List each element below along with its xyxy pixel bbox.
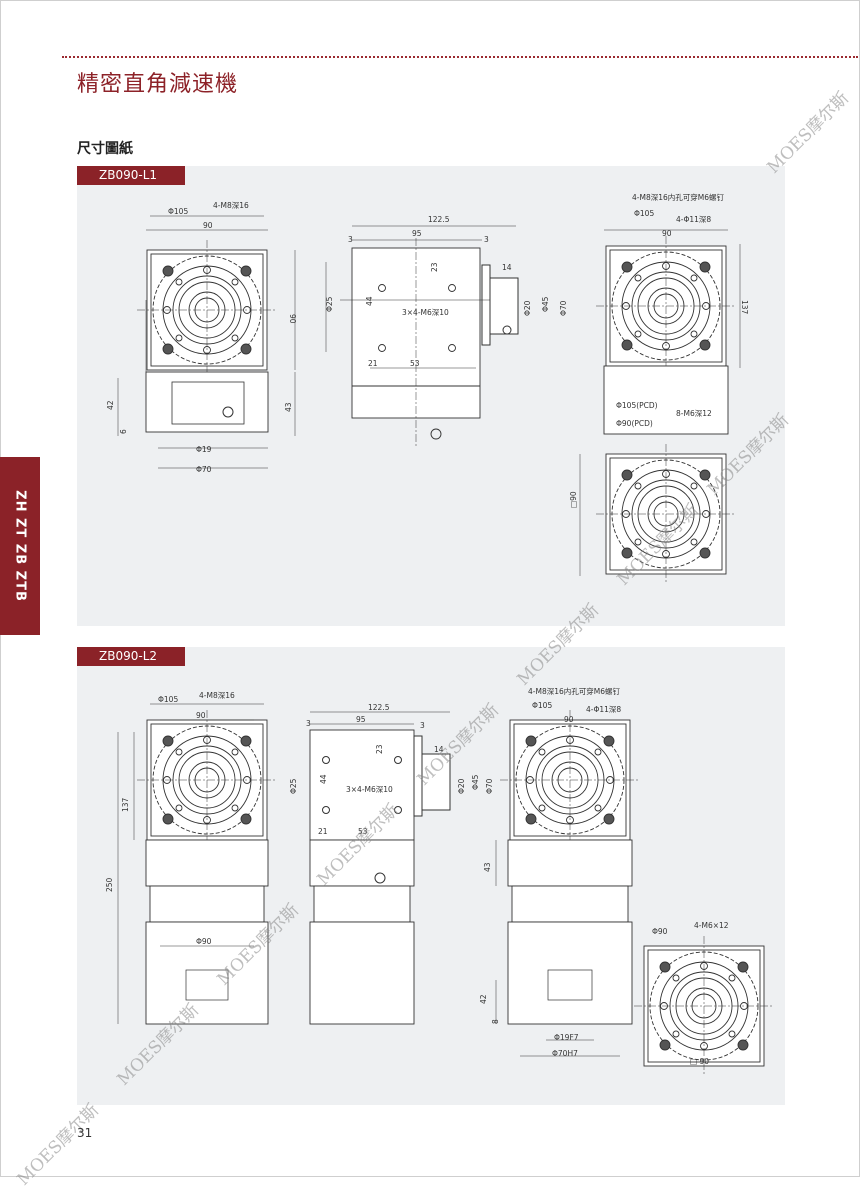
l1-right-view: 4-M8深16内孔可穿M6螺钉 Φ105 4-Φ11深8 90 137 Φ105… [595, 192, 749, 435]
l1-dim-pcd105: Φ105(PCD) [616, 401, 658, 410]
l2-dim-42: 42 [479, 994, 488, 1004]
l2-dim-d25: Φ25 [289, 778, 298, 794]
l2-dim-d70: Φ70 [485, 778, 494, 794]
l2-dim-d11: 4-Φ11深8 [586, 705, 621, 714]
l2-dim-53: 53 [358, 827, 368, 836]
l1-bottom-flange-view: □90 [569, 443, 737, 585]
l1-side-view: 122.5 95 3 3 23 14 Φ25 44 3×4-M6深10 Φ20 … [325, 215, 568, 449]
l1-dim-sq90: □90 [569, 491, 578, 508]
l1-dim-21: 21 [368, 359, 378, 368]
l1-dim-23: 23 [430, 262, 439, 272]
l1-dim-d105-rt: Φ105 [634, 209, 654, 218]
page-title: 精密直角減速機 [77, 72, 239, 97]
page-number: 31 [77, 1126, 93, 1140]
l1-dim-44: 44 [365, 296, 374, 306]
l1-dim-42: 42 [106, 400, 115, 410]
l2-side-view: 122.5 95 3 3 23 14 Φ25 44 3×4-M6深10 Φ20 … [289, 703, 494, 1025]
l1-dim-m6-12: 8-M6深12 [676, 409, 712, 418]
l2-dim-sq90: □ 90 [690, 1057, 709, 1066]
l1-dim-d45: Φ45 [541, 296, 550, 312]
l1-dim-53: 53 [410, 359, 420, 368]
l2-dim-14: 14 [434, 745, 444, 754]
l1-dim-122: 122.5 [428, 215, 450, 224]
l1-dim-d70r: Φ70 [559, 300, 568, 316]
l1-dim-90-side: 90 [288, 314, 297, 324]
l1-dim-14: 14 [502, 263, 512, 272]
model-tag-l2: ZB090-L2 [77, 647, 185, 666]
l1-dim-d19: Φ19 [196, 445, 212, 454]
l1-dim-6: 6 [119, 429, 128, 434]
l2-dim-122: 122.5 [368, 703, 390, 712]
l1-front-view: Φ105 4-M8深16 90 90 42 6 43 Φ19 Φ70 [106, 201, 297, 474]
l1-dim-3b: 3 [484, 235, 489, 244]
l2-dim-250: 250 [105, 877, 114, 892]
l1-dim-pcd90: Φ90(PCD) [616, 419, 653, 428]
l2-dim-m8-rt: 4-M8深16内孔可穿M6螺钉 [528, 686, 621, 696]
l2-right-view: 4-M8深16内孔可穿M6螺钉 Φ105 4-Φ11深8 90 43 42 8 … [479, 686, 641, 1058]
l1-dim-d11: 4-Φ11深8 [676, 215, 711, 224]
model-tag-l1: ZB090-L1 [77, 166, 185, 185]
l1-dim-m8-16: 4-M8深16 [213, 201, 249, 210]
l2-dim-43: 43 [483, 862, 492, 872]
header-dotted-line [62, 56, 858, 58]
l2-dim-m8-16: 4-M8深16 [199, 691, 235, 700]
l2-dim-m6: 3×4-M6深10 [346, 785, 393, 794]
l1-dim-90-rt: 90 [662, 229, 672, 238]
l1-dim-d70: Φ70 [196, 465, 212, 474]
l2-dim-d19: Φ19F7 [554, 1033, 579, 1042]
section-heading: 尺寸圖紙 [77, 141, 133, 157]
l2-dim-d90c: Φ90 [652, 927, 668, 936]
l1-dim-d25: Φ25 [325, 296, 334, 312]
l2-dim-8: 8 [491, 1019, 500, 1024]
l2-dim-90: 90 [196, 711, 206, 720]
l1-dim-43: 43 [284, 402, 293, 412]
l2-dim-23: 23 [375, 744, 384, 754]
l2-dim-d105: Φ105 [158, 695, 178, 704]
l1-dim-d20: Φ20 [523, 300, 532, 316]
l2-dim-21: 21 [318, 827, 328, 836]
l2-dim-44: 44 [319, 774, 328, 784]
l2-front-view: Φ105 4-M8深16 90 137 250 Φ90 [105, 691, 278, 1025]
l2-dim-90-rt: 90 [564, 715, 574, 724]
l2-dim-m6-12: 4-M6×12 [694, 921, 729, 930]
l1-dim-95: 95 [412, 229, 422, 238]
l2-bottom-flange-view: Φ90 4-M6×12 □ 90 [633, 921, 775, 1077]
l2-dim-3a: 3 [306, 719, 311, 728]
l2-dim-137: 137 [121, 797, 130, 812]
l1-dim-137: 137 [740, 300, 749, 315]
side-category-tab: ZH ZT ZB ZTB [0, 457, 40, 635]
l2-dim-d45: Φ45 [471, 774, 480, 790]
l1-dim-m6: 3×4-M6深10 [402, 308, 449, 317]
l2-dim-95: 95 [356, 715, 366, 724]
l2-dim-d90b: Φ90 [196, 937, 212, 946]
l2-dim-d70b: Φ70H7 [552, 1049, 578, 1058]
l2-dim-3b: 3 [420, 721, 425, 730]
l1-dim-m8-rt: 4-M8深16内孔可穿M6螺钉 [632, 192, 725, 202]
l2-dim-d20: Φ20 [457, 778, 466, 794]
l2-dim-d105-rt: Φ105 [532, 701, 552, 710]
l1-dim-d105: Φ105 [168, 207, 188, 216]
l1-dim-90: 90 [203, 221, 213, 230]
l1-dim-3a: 3 [348, 235, 353, 244]
